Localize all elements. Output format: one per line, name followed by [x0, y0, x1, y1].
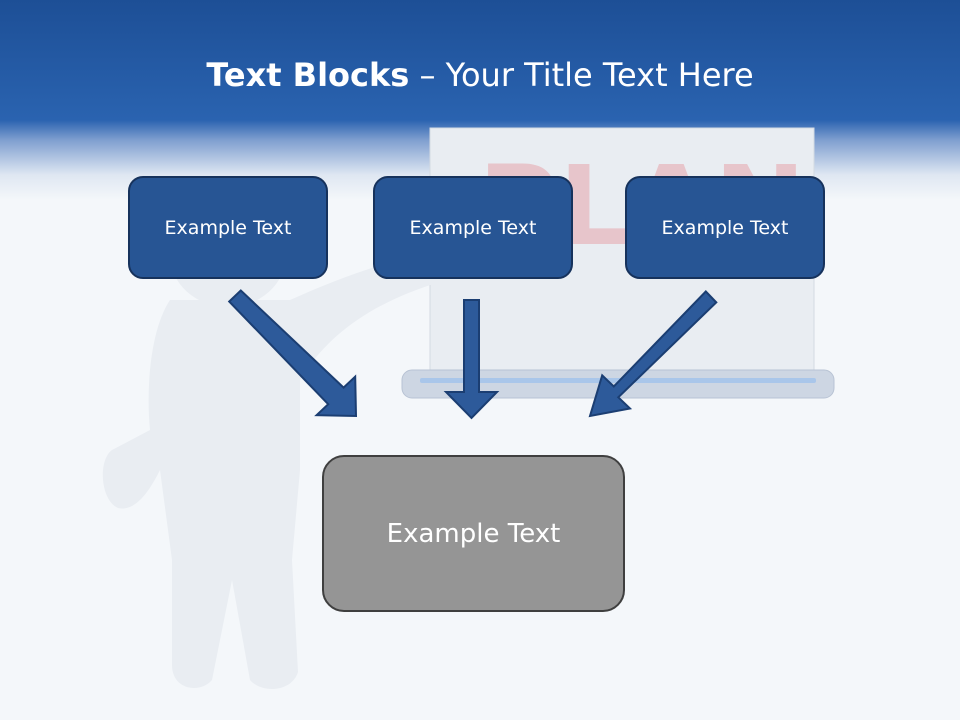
- text-block-3[interactable]: Example Text: [625, 176, 825, 279]
- text-block-2-label: Example Text: [409, 216, 537, 239]
- arrow-right-icon: [588, 290, 718, 418]
- arrow-center-icon: [443, 299, 500, 420]
- slide-title-bold: Text Blocks: [206, 56, 410, 94]
- slide-title-dash: –: [409, 56, 446, 94]
- text-block-1-label: Example Text: [164, 216, 292, 239]
- result-block-label: Example Text: [386, 518, 561, 549]
- arrow-left-icon: [227, 289, 358, 418]
- text-block-2[interactable]: Example Text: [373, 176, 573, 279]
- text-block-1[interactable]: Example Text: [128, 176, 328, 279]
- slide-title: Text Blocks – Your Title Text Here: [0, 52, 960, 98]
- text-block-3-label: Example Text: [661, 216, 789, 239]
- result-block[interactable]: Example Text: [322, 455, 625, 612]
- slide-title-rest: Your Title Text Here: [445, 56, 754, 94]
- whiteboard-roller-shine: [420, 378, 816, 383]
